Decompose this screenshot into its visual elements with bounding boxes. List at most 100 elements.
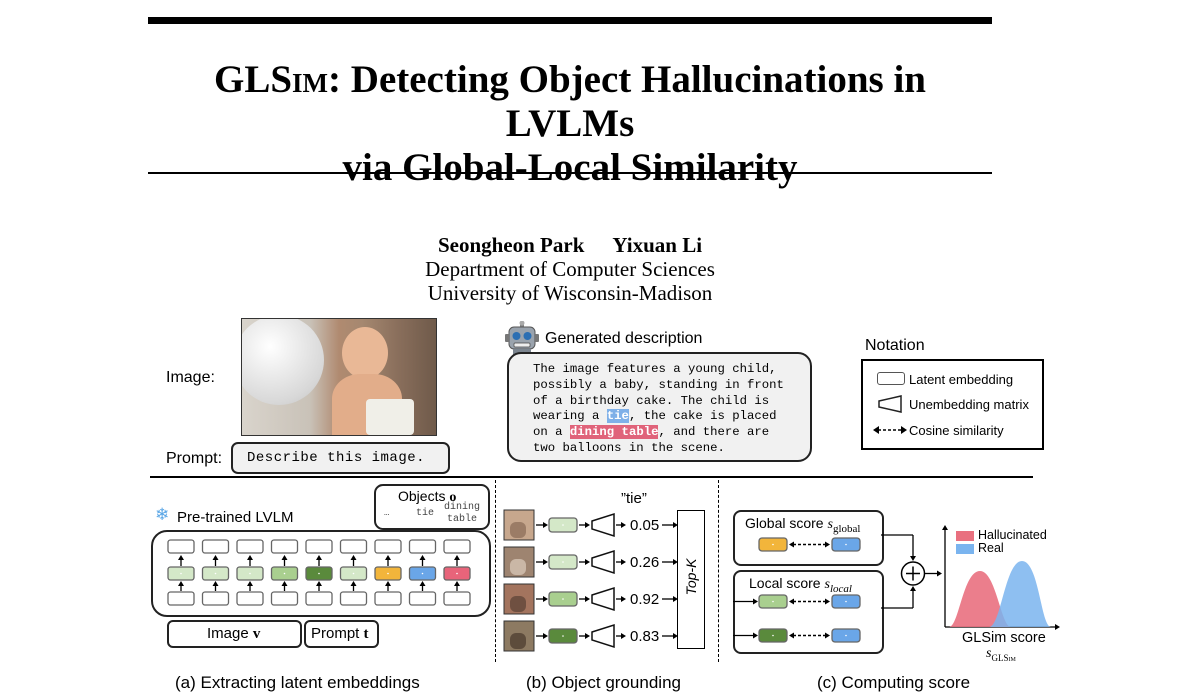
cosine-arrow-head: [789, 541, 794, 548]
description-line: of a birthday cake. The child is: [533, 393, 770, 408]
latent-embedding-bottom: [167, 591, 195, 606]
embedding-dot: [772, 600, 774, 603]
object-item: dining: [444, 502, 481, 513]
flow-arrow-head: [585, 559, 590, 565]
embedding-dot: [562, 561, 564, 563]
glsim-score-symbol: sGLSim: [986, 646, 1016, 663]
layer-arrow-head: [316, 581, 322, 586]
embedding-dot: [421, 572, 424, 575]
sum-arrow-head: [910, 556, 916, 561]
score-value: 0.26: [630, 554, 660, 571]
topk-arrow-head: [753, 632, 758, 639]
score-value: 0.05: [630, 517, 660, 534]
title-top-rule: [148, 17, 992, 24]
embedding-dot: [562, 524, 564, 526]
legend-real: Real: [978, 541, 1004, 555]
objects-box: Objects o … tie dining table: [374, 484, 490, 530]
score-diagram: [733, 525, 1060, 643]
layer-arrow-head: [385, 555, 391, 560]
layer-arrow-head: [247, 581, 253, 586]
cosine-arrow-head: [789, 598, 794, 605]
embedding-dot: [318, 572, 320, 575]
embedding-dot: [180, 572, 182, 575]
description-line: two balloons in the scene.: [533, 440, 725, 455]
flow-arrow-head: [543, 522, 548, 528]
title-bottom-rule: [148, 172, 992, 174]
flow-arrow-head: [585, 522, 590, 528]
latent-embedding-bottom: [374, 591, 402, 606]
prompt-box: Describe this image.: [231, 442, 450, 474]
topk-arrow-head: [753, 598, 758, 605]
latent-embedding-top: [443, 539, 471, 554]
object-item: table: [447, 514, 478, 525]
generated-description-title: Generated description: [545, 330, 703, 347]
description-text: The image features a young child, possib…: [533, 362, 784, 457]
latent-embedding-bottom: [270, 591, 299, 606]
flow-arrow-head: [543, 633, 548, 639]
topk-label: Top-K: [683, 558, 699, 596]
latent-embedding-icon: [877, 372, 905, 385]
prompt-text: Describe this image.: [247, 450, 426, 466]
latent-embedding-bottom: [236, 591, 264, 606]
figure-separator: [150, 476, 1033, 478]
embedding-dot: [456, 572, 458, 575]
description-line: possibly a baby, standing in front: [533, 377, 784, 392]
embedding-dot: [249, 572, 251, 575]
layer-arrow-head: [419, 555, 426, 560]
input-photo: [241, 318, 437, 436]
caption-b: (b) Object grounding: [526, 673, 681, 692]
flow-arrow-head: [543, 596, 548, 602]
cosine-arrow-head: [825, 632, 830, 639]
image-v-box: Image v: [167, 620, 302, 648]
embedding-dot: [845, 543, 847, 546]
cosine-similarity-arrow-icon: [873, 426, 907, 434]
embedding-dot: [845, 600, 847, 603]
author-name: Seongheon Park: [437, 233, 585, 257]
highlight-dining-table: dining table: [569, 425, 659, 440]
layer-arrow-head: [385, 581, 391, 586]
score-to-topk-arrow-head: [673, 522, 678, 528]
image-patch-detail: [510, 522, 526, 538]
latent-embedding-top: [339, 539, 368, 554]
sum-arrow-head: [910, 586, 916, 591]
description-line: wearing a tie, the cake is placed: [533, 409, 777, 424]
real-distribution: [989, 561, 1051, 627]
score-to-topk-arrow-head: [673, 596, 678, 602]
embedding-dot: [214, 572, 217, 575]
legend-swatch-real: [956, 544, 974, 554]
description-line: The image features a young child,: [533, 362, 777, 376]
notation-item: Latent embedding: [909, 372, 1014, 387]
paper-title: GLSim: Detecting Object Hallucinations i…: [214, 58, 926, 189]
institution: University of Wisconsin-Madison: [427, 281, 713, 305]
embedding-dot: [562, 635, 564, 637]
legend-swatch-hallucinated: [956, 531, 974, 541]
local-score-label: Local score slocal: [749, 575, 852, 595]
image-patch-detail: [510, 559, 526, 575]
layer-arrow-head: [178, 581, 184, 586]
image-label: Image:: [166, 369, 215, 386]
latent-embedding-top: [236, 539, 264, 554]
latent-embedding-top: [201, 539, 230, 554]
notation-item: Unembedding matrix: [909, 397, 1029, 412]
latent-embedding-bottom: [408, 591, 437, 606]
latent-embedding-top: [167, 539, 195, 554]
flow-arrow-head: [585, 633, 590, 639]
notation-item: Cosine similarity: [909, 423, 1004, 438]
image-v-label: Image v: [207, 625, 261, 642]
panel-divider: [495, 480, 496, 662]
balloon-shape: [242, 319, 324, 405]
lvlm-label: Pre-trained LVLM: [177, 509, 294, 526]
unembedding-matrix: [591, 512, 615, 538]
layer-arrow-head: [350, 581, 357, 586]
flow-arrow-head: [585, 596, 590, 602]
layer-arrow-head: [212, 555, 219, 560]
notation-box: Latent embedding Unembedding matrix Cosi…: [861, 359, 1044, 450]
prompt-t-label: Prompt t: [311, 625, 369, 642]
unembedding-matrix: [591, 623, 615, 649]
unembedding-matrix-icon: [878, 395, 902, 413]
flow-arrow-head: [621, 559, 626, 565]
latent-embedding-bottom: [443, 591, 471, 606]
score-to-topk-arrow-head: [673, 633, 678, 639]
cosine-arrow-head: [825, 598, 830, 605]
